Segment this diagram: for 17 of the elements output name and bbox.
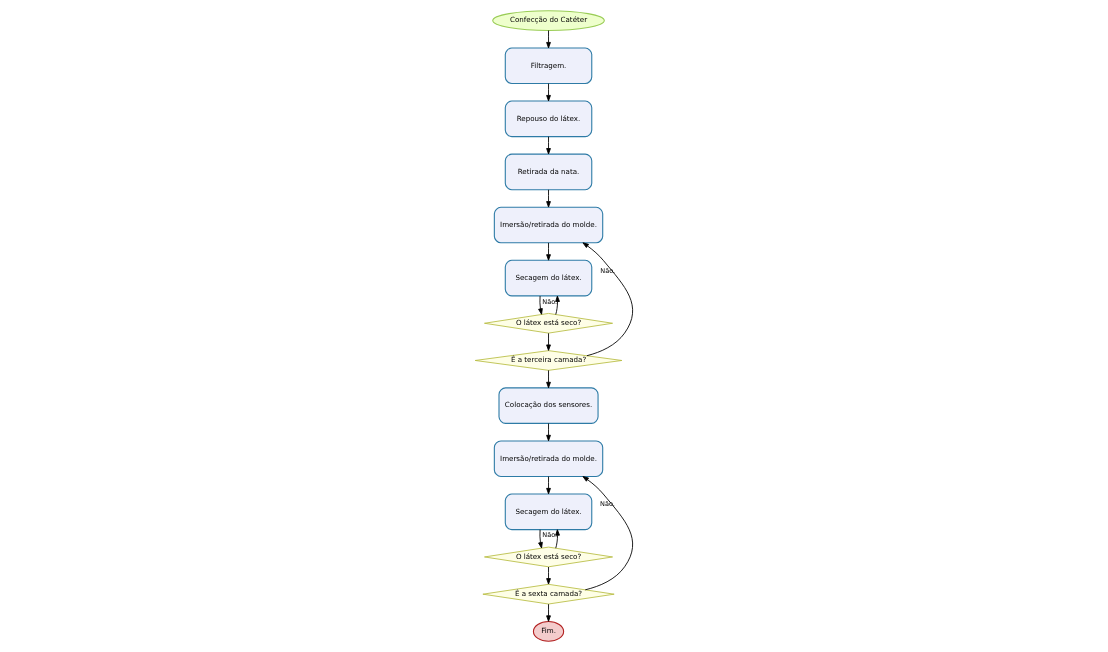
arrow: [538, 295, 543, 315]
arrow: [546, 332, 551, 351]
arrow: [546, 83, 551, 102]
arrow: [582, 242, 633, 357]
arrow: [546, 136, 551, 155]
arrow: [546, 30, 551, 49]
arrow: [546, 423, 551, 442]
arrow: [555, 295, 560, 315]
arrow: [555, 529, 560, 549]
arrow: [546, 189, 551, 208]
arrow: [538, 529, 543, 549]
arrow: [546, 369, 551, 389]
arrow: [546, 603, 551, 622]
arrow: [546, 566, 551, 585]
arrow: [582, 476, 633, 591]
arrow: [546, 242, 551, 261]
arrow: [546, 476, 551, 495]
